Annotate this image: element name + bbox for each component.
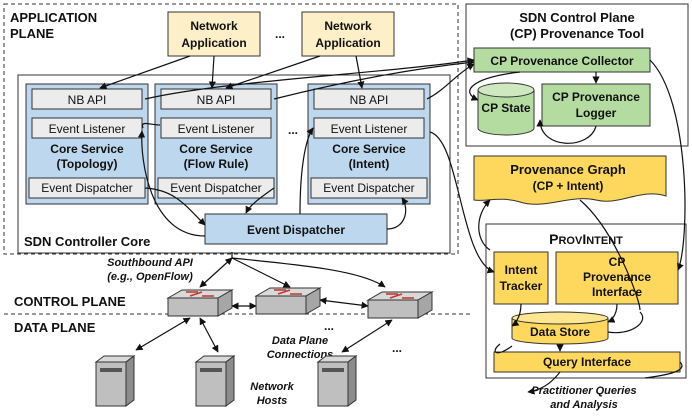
cp-interface-line3: Interface	[592, 285, 642, 299]
data-plane-links	[135, 297, 393, 353]
services-ellipsis: ...	[288, 123, 298, 137]
practitioner-line2: and Analysis	[550, 399, 617, 411]
network-application-1-line1: Network	[190, 19, 238, 33]
host-ellipsis: ...	[392, 341, 402, 355]
data-store: Data Store	[511, 311, 609, 345]
data-plane-label: DATA PLANE	[14, 320, 96, 335]
nb-api-3: NB API	[350, 93, 389, 107]
provenance-graph-line2: (CP + Intent)	[533, 179, 604, 193]
intent-tracker-line1: Intent	[505, 263, 538, 277]
southbound-line2: (e.g., OpenFlow)	[107, 271, 193, 283]
core-service-2-line2: (Flow Rule)	[184, 157, 249, 171]
intent-tracker-line2: Tracker	[500, 279, 543, 293]
host-3	[316, 355, 358, 407]
control-plane-label: CONTROL PLANE	[14, 294, 126, 309]
core-service-2-line1: Core Service	[179, 142, 253, 156]
application-plane-label-line1: APPLICATION	[10, 10, 97, 25]
cp-tool-title-line2: (CP) Provenance Tool	[510, 26, 644, 41]
southbound-arrows	[199, 252, 386, 288]
apps-ellipsis: ...	[275, 27, 285, 41]
data-store-label: Data Store	[530, 325, 590, 339]
app-to-api-arrows	[99, 55, 409, 237]
nb-api-1: NB API	[68, 93, 107, 107]
controller-core-title: SDN Controller Core	[24, 234, 150, 249]
network-hosts	[94, 355, 358, 407]
application-plane-region	[3, 3, 459, 255]
cp-provenance-interface	[555, 251, 679, 305]
cp-tool-title-line1: SDN Control Plane	[519, 10, 635, 25]
event-dispatcher-2: Event Dispatcher	[170, 181, 261, 195]
cp-interface-line2: Provenance	[583, 270, 651, 284]
core-service-3-line2: (Intent)	[349, 157, 390, 171]
cp-state-database: CP State	[477, 82, 535, 136]
provenance-graph: Provenance Graph (CP + Intent)	[473, 155, 667, 205]
application-plane-label-line2: PLANE	[10, 26, 54, 41]
cp-tool-arrows	[144, 57, 600, 144]
cp-state-label: CP State	[481, 101, 530, 115]
core-service-1-line1: Core Service	[50, 142, 124, 156]
event-listener-2: Event Listener	[178, 122, 255, 136]
core-service-3-line1: Core Service	[332, 142, 406, 156]
provenance-graph-line1: Provenance Graph	[510, 162, 626, 177]
event-dispatcher-3: Event Dispatcher	[323, 181, 414, 195]
switch-2	[254, 287, 322, 315]
network-switches	[166, 287, 434, 319]
southbound-line1: Southbound API	[107, 257, 194, 269]
switch-ellipsis: ...	[324, 319, 334, 333]
network-application-1-line2: Application	[181, 36, 246, 50]
query-interface-label: Query Interface	[543, 355, 631, 369]
cp-provenance-logger	[541, 83, 651, 127]
event-listener-1: Event Listener	[49, 122, 126, 136]
core-service-1-line2: (Topology)	[56, 157, 117, 171]
data-conn-line1: Data Plane	[272, 335, 328, 347]
intent-tracker	[493, 251, 549, 305]
core-service-intent: NB API Event Listener Core Service (Inte…	[307, 83, 431, 205]
core-service-flow-rule: NB API Event Listener Core Service (Flow…	[154, 83, 278, 205]
switch-3	[366, 291, 434, 319]
core-service-topology: NB API Event Listener Core Service (Topo…	[25, 83, 149, 205]
host-1	[94, 355, 136, 407]
cp-logger-line2: Logger	[576, 106, 617, 120]
cp-provenance-collector	[473, 47, 651, 73]
host-2	[194, 355, 236, 407]
hosts-line1: Network	[250, 381, 294, 393]
data-conn-line2: Connections	[267, 349, 334, 361]
switch-1	[166, 289, 234, 317]
practitioner-line1: Practitioner Queries	[531, 385, 636, 397]
central-event-dispatcher-label: Event Dispatcher	[247, 223, 345, 237]
cp-logger-line1: CP Provenance	[552, 90, 640, 104]
network-application-2-line1: Network	[324, 19, 372, 33]
provintent-arrows	[429, 59, 686, 395]
cp-collector-label: CP Provenance Collector	[490, 54, 633, 68]
event-listener-3: Event Listener	[331, 122, 408, 136]
event-dispatcher-1: Event Dispatcher	[41, 181, 132, 195]
network-application-2	[301, 11, 395, 57]
nb-api-2: NB API	[197, 93, 236, 107]
hosts-line2: Hosts	[257, 395, 288, 407]
network-application-2-line2: Application	[315, 36, 380, 50]
